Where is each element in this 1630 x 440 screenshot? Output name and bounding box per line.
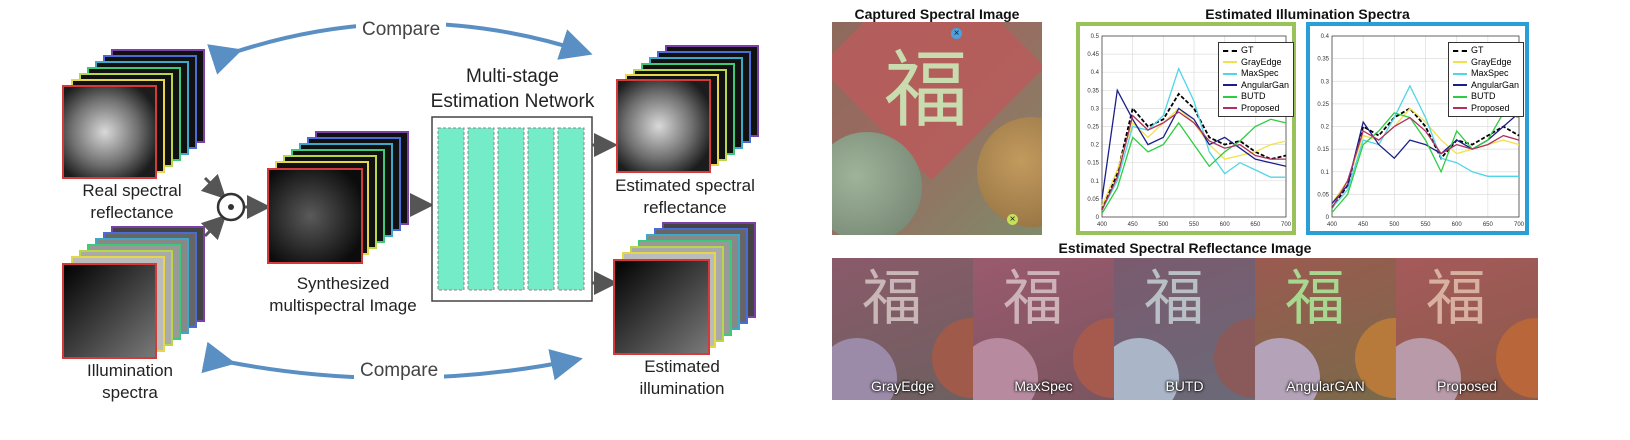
est-illumination-stack <box>613 222 756 355</box>
strip-panel-angulargan: 福 AngularGAN <box>1255 258 1396 400</box>
x-tick-label: 450 <box>1128 222 1139 228</box>
est-reflectance-label: Estimated spectral reflectance <box>615 176 755 217</box>
y-tick-label: 0.3 <box>1091 106 1100 112</box>
blue-marker-icon: × <box>951 28 962 39</box>
y-tick-label: 0.05 <box>1317 192 1329 198</box>
chart-1-legend: GT GrayEdge MaxSpec AngularGan BUTD Prop… <box>1218 42 1295 117</box>
spectra-chart-2: 400 450 500 550 600 650 700 0 0.05 0.1 0.15 0.2 0.25… <box>1317 34 1525 228</box>
x-tick-label: 700 <box>1281 222 1292 228</box>
x-tick-label: 600 <box>1220 222 1231 228</box>
pipeline-diagram <box>62 21 759 381</box>
y-tick-label: 0.15 <box>1087 161 1099 167</box>
series-line-proposed <box>1331 116 1520 209</box>
y-tick-label: 0.2 <box>1321 125 1330 131</box>
series-line-maxspec <box>1331 84 1519 209</box>
y-tick-label: 0.1 <box>1321 170 1330 176</box>
reflectance-title: Estimated Spectral Reflectance Image <box>1058 240 1312 256</box>
x-tick-label: 400 <box>1327 222 1338 228</box>
network-title: Multi-stage Estimation Network <box>430 66 595 112</box>
y-tick-label: 0.25 <box>1087 125 1099 131</box>
x-tick-label: 650 <box>1250 222 1261 228</box>
x-tick-label: 500 <box>1158 222 1169 228</box>
strip-panel-maxspec: 福 MaxSpec <box>973 258 1114 400</box>
x-tick-label: 450 <box>1358 222 1369 228</box>
series-line-angulargan <box>1101 88 1287 199</box>
y-tick-label: 0.4 <box>1321 34 1330 40</box>
x-tick-label: 700 <box>1514 222 1525 228</box>
strip-panel-proposed: 福 Proposed <box>1396 258 1538 400</box>
strip-panel-grayedge: 福 GrayEdge <box>832 258 973 400</box>
real-reflectance-stack <box>62 49 205 179</box>
illumination-label: Illumination spectra <box>87 361 173 402</box>
y-tick-label: 0 <box>1326 215 1330 221</box>
x-tick-label: 550 <box>1420 222 1431 228</box>
y-tick-label: 0.5 <box>1091 34 1100 40</box>
real-reflectance-label: Real spectral reflectance <box>82 181 182 222</box>
y-tick-label: 0.4 <box>1091 70 1100 76</box>
y-tick-label: 0.1 <box>1091 179 1100 185</box>
green-marker-icon: × <box>1007 214 1018 225</box>
y-tick-label: 0.05 <box>1087 197 1099 203</box>
reflectance-strip: 福 GrayEdge 福 MaxSpec 福 BUTD 福 AngularGAN… <box>832 258 1538 400</box>
y-tick-label: 0.2 <box>1091 143 1100 149</box>
y-tick-label: 0.35 <box>1087 88 1099 94</box>
network-stages <box>437 127 585 291</box>
x-tick-label: 650 <box>1483 222 1494 228</box>
series-line-proposed <box>1101 111 1286 211</box>
spectra-title: Estimated Illumination Spectra <box>1205 6 1410 22</box>
x-tick-label: 600 <box>1452 222 1463 228</box>
captured-image: 福 × × <box>832 22 1042 235</box>
synthesized-stack <box>267 131 409 264</box>
compare-top-label: Compare <box>356 19 447 41</box>
y-tick-label: 0 <box>1096 215 1100 221</box>
chart-2-legend: GT GrayEdge MaxSpec AngularGan BUTD Prop… <box>1448 42 1525 117</box>
series-line-butd <box>1101 118 1287 214</box>
y-tick-label: 0.3 <box>1321 79 1330 85</box>
y-tick-label: 0.25 <box>1317 102 1329 108</box>
y-tick-label: 0.45 <box>1087 52 1099 58</box>
synthesized-label: Synthesized multispectral Image <box>269 274 417 315</box>
y-tick-label: 0.15 <box>1317 147 1329 153</box>
est-illumination-label: Estimated illumination <box>639 357 725 398</box>
est-reflectance-stack <box>616 45 759 173</box>
captured-character: 福 <box>884 41 969 139</box>
plot-frame <box>1101 35 1287 218</box>
y-tick-label: 0.35 <box>1317 57 1329 63</box>
x-tick-label: 550 <box>1189 222 1200 228</box>
strip-panel-butd: 福 BUTD <box>1114 258 1255 400</box>
compare-bottom-label: Compare <box>354 360 445 382</box>
series-line-butd <box>1331 112 1520 213</box>
captured-title: Captured Spectral Image <box>854 6 1020 22</box>
x-tick-label: 400 <box>1097 222 1108 228</box>
series-line-gt <box>1331 107 1520 209</box>
plot-frame <box>1331 35 1520 218</box>
x-tick-label: 500 <box>1389 222 1400 228</box>
illumination-stack <box>62 226 205 359</box>
series-line-maxspec <box>1101 66 1286 211</box>
